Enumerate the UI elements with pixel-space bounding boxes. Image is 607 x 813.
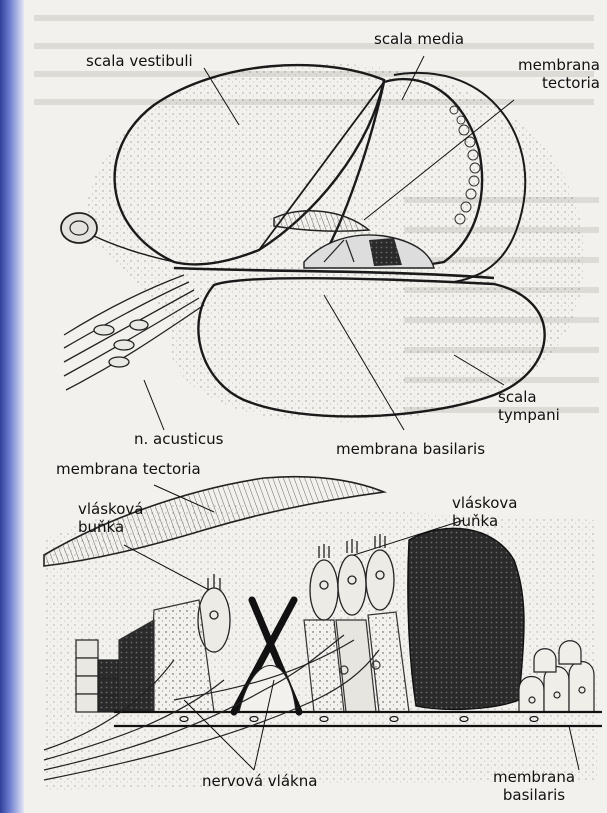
label-membrana-tectoria-bottom: membrana tectoria (56, 460, 201, 478)
label-membrana-tectoria-top: membrana tectoria (490, 56, 600, 92)
label-scala-tympani: scala tympani (498, 388, 558, 424)
dark-cell-mass (408, 528, 524, 709)
label-scala-media: scala media (374, 30, 464, 48)
supporting-cells (304, 612, 409, 712)
label-membrana-basilaris-top: membrana basilaris (336, 440, 485, 458)
label-nervova-vlakna: nervová vlákna (202, 772, 317, 790)
label-n-acusticus: n. acusticus (134, 430, 223, 448)
diagram-figure: scala vestibuli scala media membrana tec… (24, 0, 607, 813)
label-scala-vestibuli: scala vestibuli (86, 52, 193, 70)
label-membrana-basilaris-bottom: membrana basilaris (484, 768, 584, 804)
cochlea-cross-section (61, 56, 584, 430)
label-vlaskova-bunka-left: vlásková buňka (78, 500, 148, 536)
label-vlaskova-bunka-right: vláskova buňka (452, 494, 530, 530)
